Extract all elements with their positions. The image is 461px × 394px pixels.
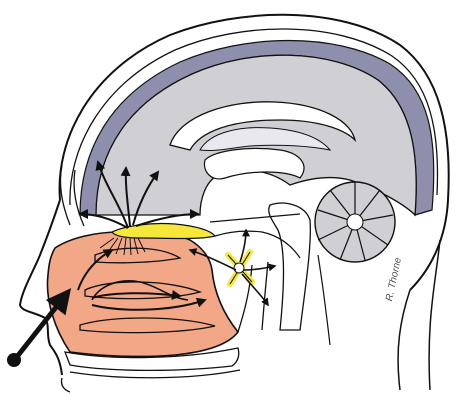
mouth-tongue <box>61 370 240 392</box>
neck-outline <box>398 240 440 390</box>
spinal-canal-line <box>318 255 330 345</box>
particle-dot <box>7 353 21 367</box>
cerebellum <box>315 182 395 262</box>
thalamus <box>204 148 303 178</box>
